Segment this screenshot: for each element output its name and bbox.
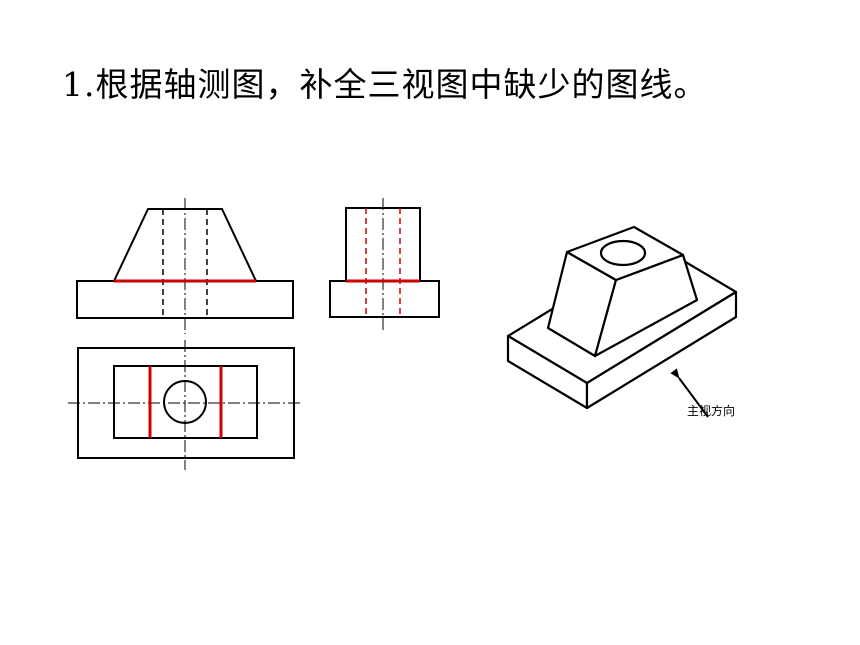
- view-direction-label: 主视方向: [687, 403, 735, 418]
- view-direction-arrow: [670, 368, 709, 418]
- iso-base-side: [585, 290, 738, 410]
- isometric-view: 主视方向: [506, 225, 738, 418]
- front-view: [76, 198, 294, 334]
- side-view-base: [329, 280, 440, 318]
- exercise-title: 1.根据轴测图，补全三视图中缺少的图线。: [62, 65, 708, 104]
- top-view: [68, 340, 302, 470]
- iso-hole: [599, 239, 647, 267]
- side-view: [329, 198, 440, 333]
